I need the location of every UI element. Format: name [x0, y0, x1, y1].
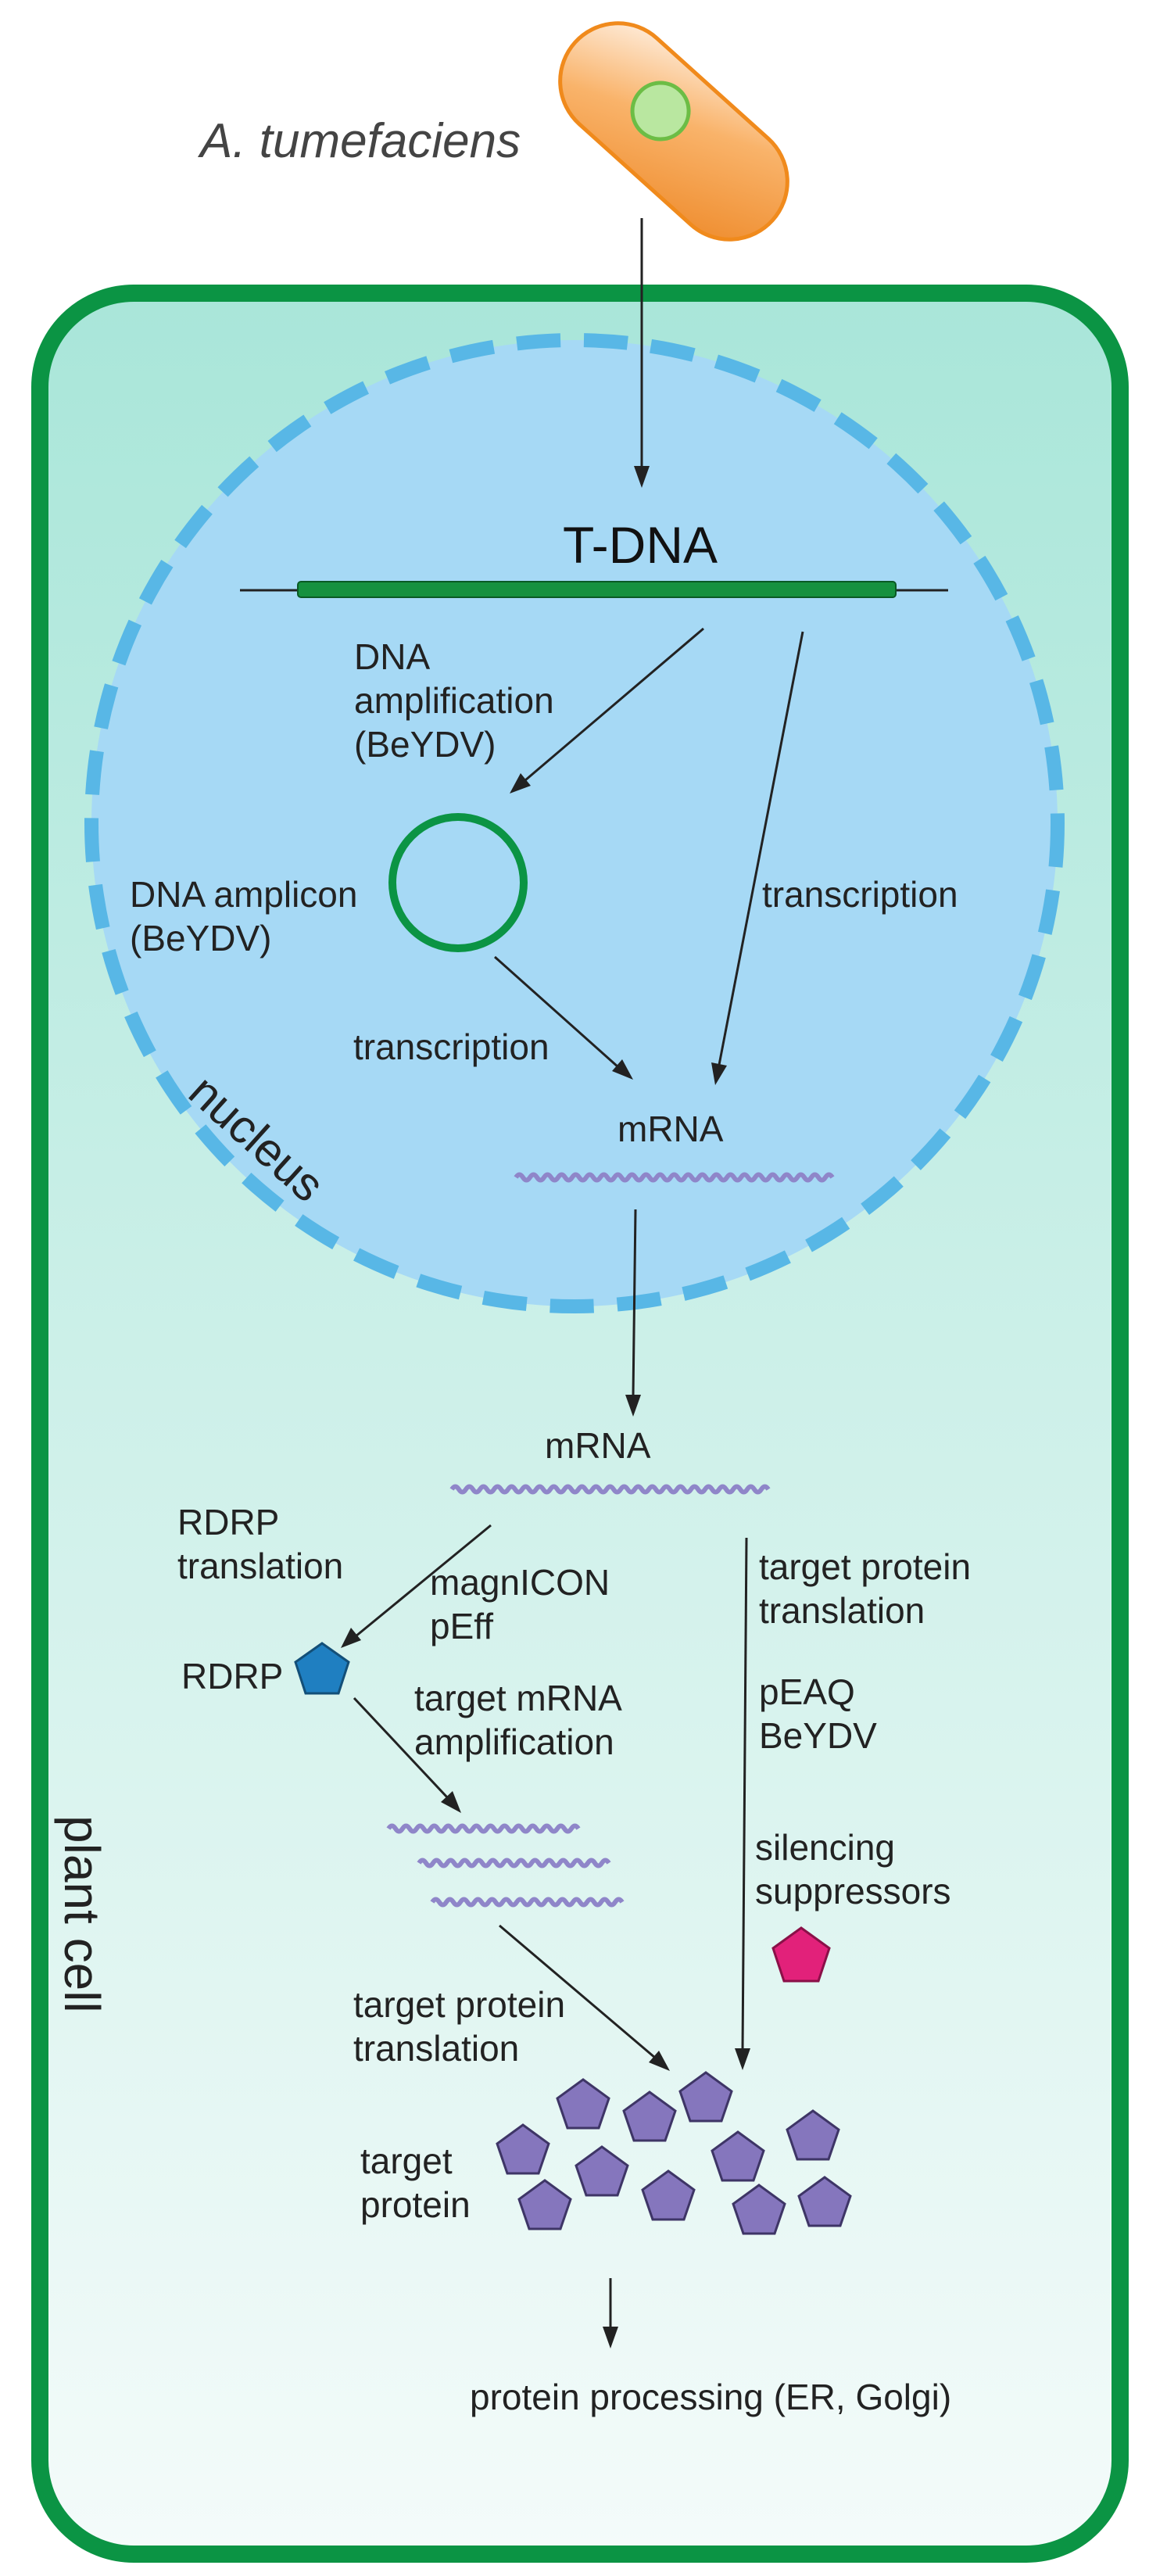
mrna-nucleus-strand — [514, 1172, 835, 1183]
silencing-suppressor-pentagon-icon — [771, 1926, 831, 1983]
target-protein-cluster — [496, 2071, 852, 2235]
target-protein-pentagon-icon — [517, 2179, 572, 2230]
peaq-label-1: pEAQ — [759, 1671, 855, 1712]
organism-label: A. tumefaciens — [197, 114, 521, 168]
target-mrna-amp-label-1: target mRNA — [414, 1678, 622, 1718]
dna-amplification-label-3: (BeYDV) — [354, 724, 496, 765]
dna-amplification-label-1: DNA — [354, 636, 430, 677]
magnicon-label-2: pEff — [430, 1606, 493, 1646]
plasmid-icon — [630, 81, 691, 142]
target-translation-right-label-2: translation — [759, 1590, 925, 1631]
silencing-label-1: silencing — [755, 1827, 895, 1868]
mrna-cytoplasm-strand — [449, 1484, 771, 1495]
target-protein-pentagon-icon — [575, 2145, 629, 2197]
bacterium-icon — [558, 21, 789, 242]
target-translation-left-label-2: translation — [353, 2028, 519, 2069]
mrna-cytoplasm-label: mRNA — [545, 1425, 651, 1466]
tdna-bar — [297, 581, 897, 598]
rdrp-label: RDRP — [181, 1656, 283, 1696]
target-protein-pentagon-icon — [496, 2123, 550, 2175]
transcription-right-label: transcription — [762, 874, 958, 915]
target-protein-label-2: protein — [360, 2184, 471, 2225]
target-protein-pentagon-icon — [622, 2091, 677, 2142]
rdrp-pentagon-icon — [294, 1642, 350, 1695]
target-protein-pentagon-icon — [797, 2176, 852, 2227]
target-protein-pentagon-icon — [732, 2184, 786, 2235]
target-protein-label-1: target — [360, 2141, 453, 2181]
peaq-label-2: BeYDV — [759, 1715, 877, 1756]
nucleus — [84, 333, 1065, 1313]
dna-amplification-label-2: amplification — [354, 680, 554, 721]
plant-cell-label: plant cell — [54, 1815, 110, 2013]
rdrp-translation-label-2: translation — [177, 1546, 343, 1586]
target-protein-pentagon-icon — [641, 2169, 696, 2221]
magnicon-label-1: magnICON — [430, 1562, 610, 1603]
target-protein-pentagon-icon — [678, 2071, 733, 2123]
amplified-mrna-strand-1 — [386, 1823, 581, 1834]
target-mrna-amp-label-2: amplification — [414, 1722, 614, 1762]
amplified-mrna-strand-2 — [417, 1858, 611, 1868]
silencing-label-2: suppressors — [755, 1871, 951, 1911]
dna-amplicon-label-1: DNA amplicon — [130, 874, 357, 915]
target-translation-left-label-1: target protein — [353, 1984, 565, 2025]
protein-processing-label: protein processing (ER, Golgi) — [470, 2377, 951, 2417]
transcription-left-label: transcription — [353, 1026, 549, 1067]
tdna-label: T-DNA — [563, 516, 718, 574]
rdrp-translation-label-1: RDRP — [177, 1502, 279, 1542]
dna-amplicon-label-2: (BeYDV) — [130, 918, 271, 958]
target-protein-pentagon-icon — [786, 2109, 840, 2161]
target-protein-pentagon-icon — [556, 2078, 610, 2130]
dna-amplicon-ring — [388, 813, 528, 952]
target-protein-pentagon-icon — [711, 2130, 765, 2182]
target-translation-right-label-1: target protein — [759, 1546, 971, 1587]
mrna-nucleus-label: mRNA — [618, 1109, 724, 1149]
amplified-mrna-strand-3 — [430, 1897, 625, 1908]
